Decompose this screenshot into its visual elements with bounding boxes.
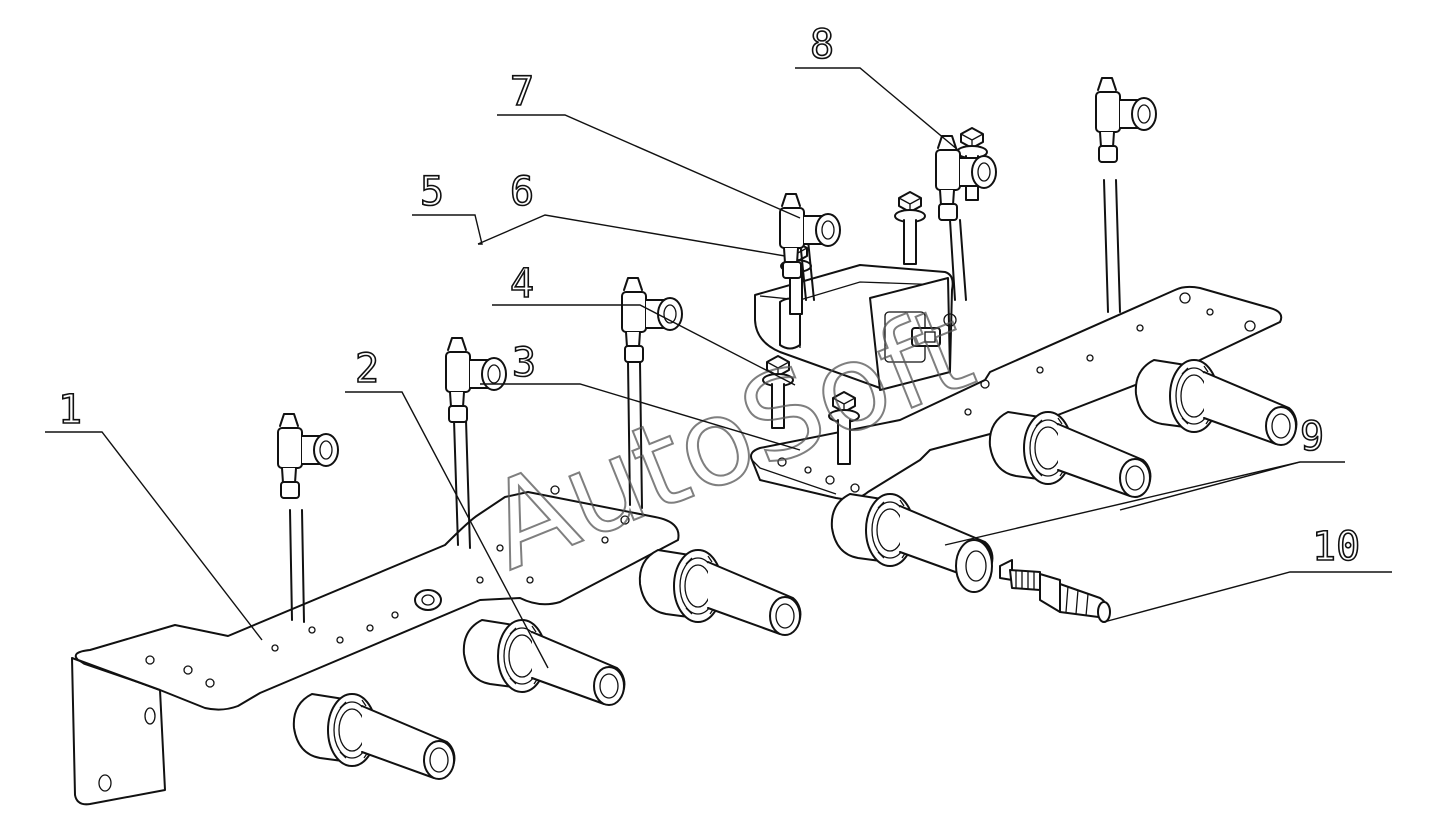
callout-7: 7	[510, 69, 534, 115]
callout-4: 4	[510, 261, 534, 307]
callout-2: 2	[355, 346, 379, 392]
callout-3: 3	[512, 340, 536, 386]
callout-5: 5	[420, 169, 444, 215]
spark-plug	[955, 539, 1111, 623]
callout-1: 1	[58, 387, 82, 433]
callout-9: 9	[1300, 414, 1324, 460]
left-mounting-bracket	[71, 485, 680, 806]
ignition-wire-set	[277, 77, 1157, 623]
coil-upper-bolt	[894, 191, 926, 265]
callout-6: 6	[510, 169, 534, 215]
ignition-coil-module	[754, 264, 957, 391]
callout-leaders	[45, 67, 1392, 669]
callout-10: 10	[1312, 524, 1360, 570]
callout-8: 8	[810, 22, 834, 68]
